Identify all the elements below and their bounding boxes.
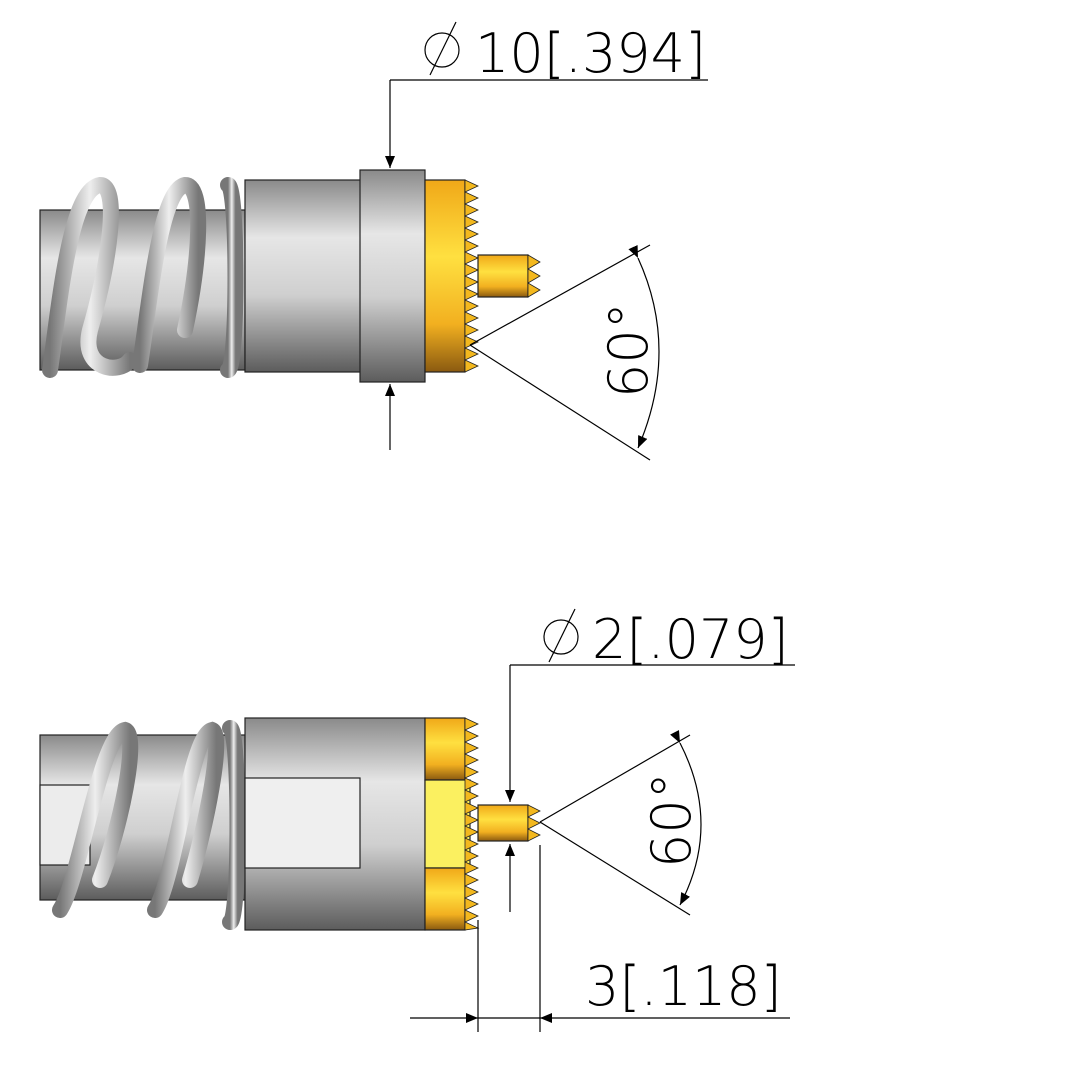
- top-part-view: 10[.394] 60°: [39, 21, 708, 461]
- pin-teeth: [527, 254, 541, 298]
- pin-teeth: [527, 804, 541, 842]
- top-diameter-value: 10[.394]: [475, 22, 706, 85]
- diameter-symbol-icon: [424, 32, 460, 68]
- top-diameter-dimension: 10[.394]: [424, 21, 706, 85]
- body-step: [359, 169, 426, 383]
- bottom-angle-value: 60°: [640, 772, 703, 868]
- body-window: [244, 777, 361, 869]
- crown-upper: [424, 717, 466, 781]
- spring-coil: [52, 720, 246, 930]
- length-value: 3[.118]: [585, 955, 782, 1018]
- bottom-diameter-dimension: 2[.079]: [543, 608, 789, 671]
- top-angle-value: 60°: [597, 302, 660, 398]
- crown-teeth: [464, 717, 480, 931]
- spring-coil: [42, 176, 244, 378]
- bottom-part-view: 2[.079] 60° 3[.118]: [39, 608, 795, 1032]
- length-dimension: 3[.118]: [410, 845, 790, 1032]
- serrated-crown: [424, 179, 466, 373]
- bottom-diameter-value: 2[.079]: [592, 608, 789, 671]
- diameter-symbol-icon: [543, 619, 579, 655]
- crown-middle: [424, 779, 471, 869]
- center-pin: [477, 804, 529, 842]
- center-pin: [477, 254, 529, 298]
- crown-lower: [424, 867, 466, 931]
- crown-teeth: [464, 179, 479, 373]
